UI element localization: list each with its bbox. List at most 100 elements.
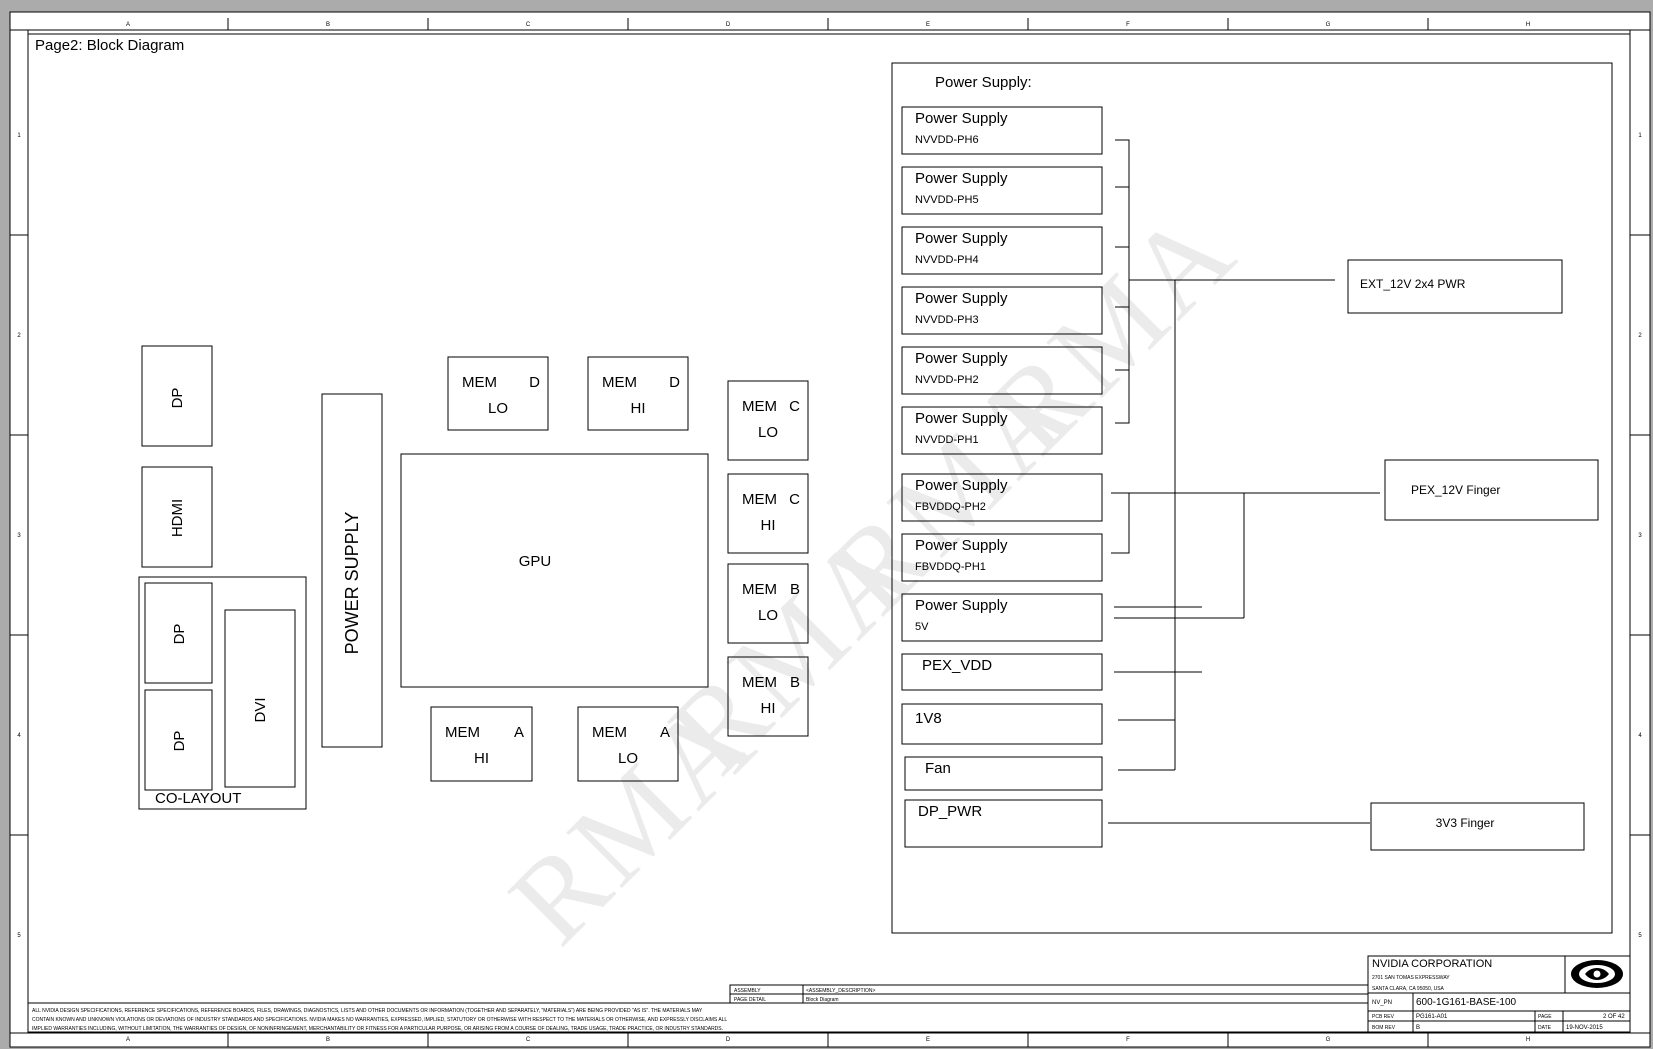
row-number-right: 3 xyxy=(1638,533,1642,539)
ext-12v-block xyxy=(1347,259,1563,314)
memory-channel: A xyxy=(514,724,524,741)
column-letter-bottom: H xyxy=(1526,1037,1530,1043)
dp-co2-label: DP xyxy=(171,731,188,752)
memory-half: LO xyxy=(758,607,778,624)
power-rail-outline xyxy=(904,799,1103,848)
memory-block-outline xyxy=(587,356,689,431)
company-address-2: SANTA CLARA, CA 95050, USA xyxy=(1372,986,1445,992)
power-supply-outline xyxy=(901,166,1103,215)
page-detail-value: Block Diagram xyxy=(806,997,839,1003)
row-number-left: 4 xyxy=(17,733,21,739)
power-supply-rail: FBVDDQ-PH1 xyxy=(915,561,986,573)
memory-channel: C xyxy=(789,491,800,508)
ext-12v-label: EXT_12V 2x4 PWR xyxy=(1360,277,1466,291)
dp-co1-label: DP xyxy=(171,624,188,645)
disclaimer-line: IMPLIED WARRANTIES INCLUDING, WITHOUT LI… xyxy=(32,1026,723,1032)
power-rail-block: PEX_VDD xyxy=(901,653,1103,691)
memory-label: MEM xyxy=(445,724,480,741)
power-supply-block xyxy=(321,393,383,748)
power-supply-title: Power Supply xyxy=(915,170,1008,187)
company-address-1: 2701 SAN TOMAS EXPRESSWAY xyxy=(1372,975,1450,981)
column-letter-bottom: F xyxy=(1126,1037,1130,1043)
column-letter-bottom: C xyxy=(526,1037,531,1043)
memory-half: HI xyxy=(631,400,646,417)
memory-block-outline xyxy=(577,706,679,782)
page-title: Page2: Block Diagram xyxy=(35,37,184,54)
memory-block-outline xyxy=(727,473,809,554)
page-label: PAGE xyxy=(1538,1014,1552,1020)
power-supply-title: Power Supply xyxy=(915,410,1008,427)
power-rail-label: 1V8 xyxy=(915,710,942,727)
power-supply-title: Power Supply xyxy=(915,290,1008,307)
memory-channel: C xyxy=(789,398,800,415)
power-supply-outline xyxy=(901,533,1103,582)
power-supply-outline xyxy=(901,286,1103,335)
column-letter-top: A xyxy=(126,22,130,28)
column-letter-bottom: B xyxy=(326,1037,330,1043)
memory-half: LO xyxy=(758,424,778,441)
v33-finger-block xyxy=(1370,802,1585,851)
power-supply-rail: NVVDD-PH4 xyxy=(915,254,979,266)
power-supply-title: Power Supply xyxy=(915,477,1008,494)
assembly-label: ASSEMBLY xyxy=(734,988,761,994)
dvi-connector xyxy=(224,609,296,788)
memory-half: HI xyxy=(761,517,776,534)
memory-label: MEM xyxy=(742,581,777,598)
power-supply-title: Power Supply xyxy=(915,230,1008,247)
memory-channel: D xyxy=(529,374,540,391)
co-layout-group xyxy=(138,576,307,810)
dp-co-layout-1 xyxy=(144,582,213,684)
fbvddq-bracket xyxy=(1111,493,1130,554)
power-supply-outline xyxy=(901,406,1103,455)
page-detail-label: PAGE DETAIL xyxy=(734,997,766,1003)
column-letter-bottom: G xyxy=(1326,1037,1331,1043)
power-supply-label: POWER SUPPLY xyxy=(342,512,362,655)
row-number-right: 4 xyxy=(1638,733,1642,739)
power-rail-block: Fan xyxy=(904,756,1103,791)
gpu-label: GPU xyxy=(519,553,552,570)
memory-half: HI xyxy=(474,750,489,767)
column-letter-top: F xyxy=(1126,22,1130,28)
memory-block-outline xyxy=(447,356,549,431)
row-number-left: 1 xyxy=(17,133,21,139)
column-letter-top: B xyxy=(326,22,330,28)
gpu-block xyxy=(400,453,709,688)
memory-label: MEM xyxy=(602,374,637,391)
dp-top-label: DP xyxy=(169,388,186,409)
power-supply-rail: NVVDD-PH6 xyxy=(915,134,979,146)
row-number-right: 2 xyxy=(1638,333,1642,339)
memory-block-outline xyxy=(727,380,809,461)
dp-co-layout-2 xyxy=(144,689,213,791)
bom-rev-value: B xyxy=(1416,1025,1420,1031)
power-rail-label: Fan xyxy=(925,760,951,777)
memory-block: MEM A HI xyxy=(430,706,533,782)
row-number-left: 3 xyxy=(17,533,21,539)
power-supply-outline xyxy=(901,593,1103,642)
pcb-rev-label: PCB REV xyxy=(1372,1014,1395,1020)
row-number-left: 2 xyxy=(17,333,21,339)
power-supply-rail: 5V xyxy=(915,621,929,633)
memory-channel: A xyxy=(660,724,670,741)
co-layout-label: CO-LAYOUT xyxy=(155,790,241,807)
power-rail-outline xyxy=(904,756,1103,791)
dvi-label: DVI xyxy=(252,697,269,722)
v33-finger-label: 3V3 Finger xyxy=(1436,816,1495,830)
power-section-frame xyxy=(891,62,1613,934)
memory-label: MEM xyxy=(742,398,777,415)
bom-rev-label: BOM REV xyxy=(1372,1025,1396,1031)
column-letter-top: H xyxy=(1526,22,1530,28)
power-wiring xyxy=(1108,139,1380,824)
power-supply-outline xyxy=(901,473,1103,522)
power-rail-block: 1V8 xyxy=(901,703,1103,745)
power-supply-outline xyxy=(901,106,1103,155)
assembly-value: <ASSEMBLY_DESCRIPTION> xyxy=(806,988,875,994)
memory-label: MEM xyxy=(592,724,627,741)
memory-block-outline xyxy=(727,563,809,644)
